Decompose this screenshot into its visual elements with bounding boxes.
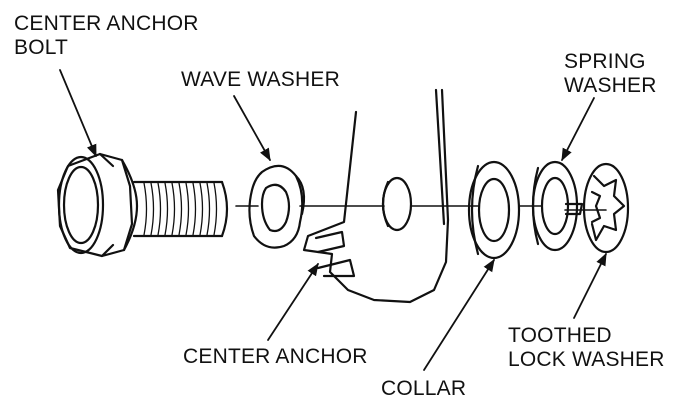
leader-center-anchor-bolt xyxy=(59,69,97,158)
center-anchor-label: CENTER ANCHOR xyxy=(183,345,368,368)
center-anchor-bolt-label: CENTER ANCHOR BOLT xyxy=(14,12,199,60)
wave-washer-label: WAVE WASHER xyxy=(181,68,340,91)
spring-washer-label-line-2: WASHER xyxy=(564,74,657,97)
leader-wave-washer xyxy=(233,95,271,162)
spring-washer-part xyxy=(531,160,584,252)
collar-label: COLLAR xyxy=(381,377,467,400)
toothed-lock-washer-label-line-1: TOOTHED xyxy=(508,324,612,347)
center-anchor-bolt-label-line-1: CENTER ANCHOR xyxy=(14,12,199,35)
center-anchor-bolt-part xyxy=(56,152,229,258)
spring-washer-label-line-1: SPRING xyxy=(564,50,646,73)
center-anchor-bolt-label-line-2: BOLT xyxy=(14,36,69,59)
leader-spring-washer xyxy=(561,97,595,162)
leader-center-anchor xyxy=(267,262,319,341)
center-anchor-bracket xyxy=(302,88,450,304)
toothed-lock-washer-label-line-2: LOCK WASHER xyxy=(508,348,665,371)
spring-washer-label: SPRING WASHER xyxy=(564,50,657,98)
leader-collar xyxy=(423,258,495,371)
center-axis-line xyxy=(235,205,607,211)
collar-part xyxy=(467,160,521,260)
toothed-lock-washer-part xyxy=(582,162,630,254)
leader-toothed-lock-washer xyxy=(573,252,607,319)
toothed-lock-washer-label: TOOTHED LOCK WASHER xyxy=(508,324,665,372)
wave-washer-part xyxy=(248,164,306,249)
leader-lines xyxy=(59,69,607,371)
